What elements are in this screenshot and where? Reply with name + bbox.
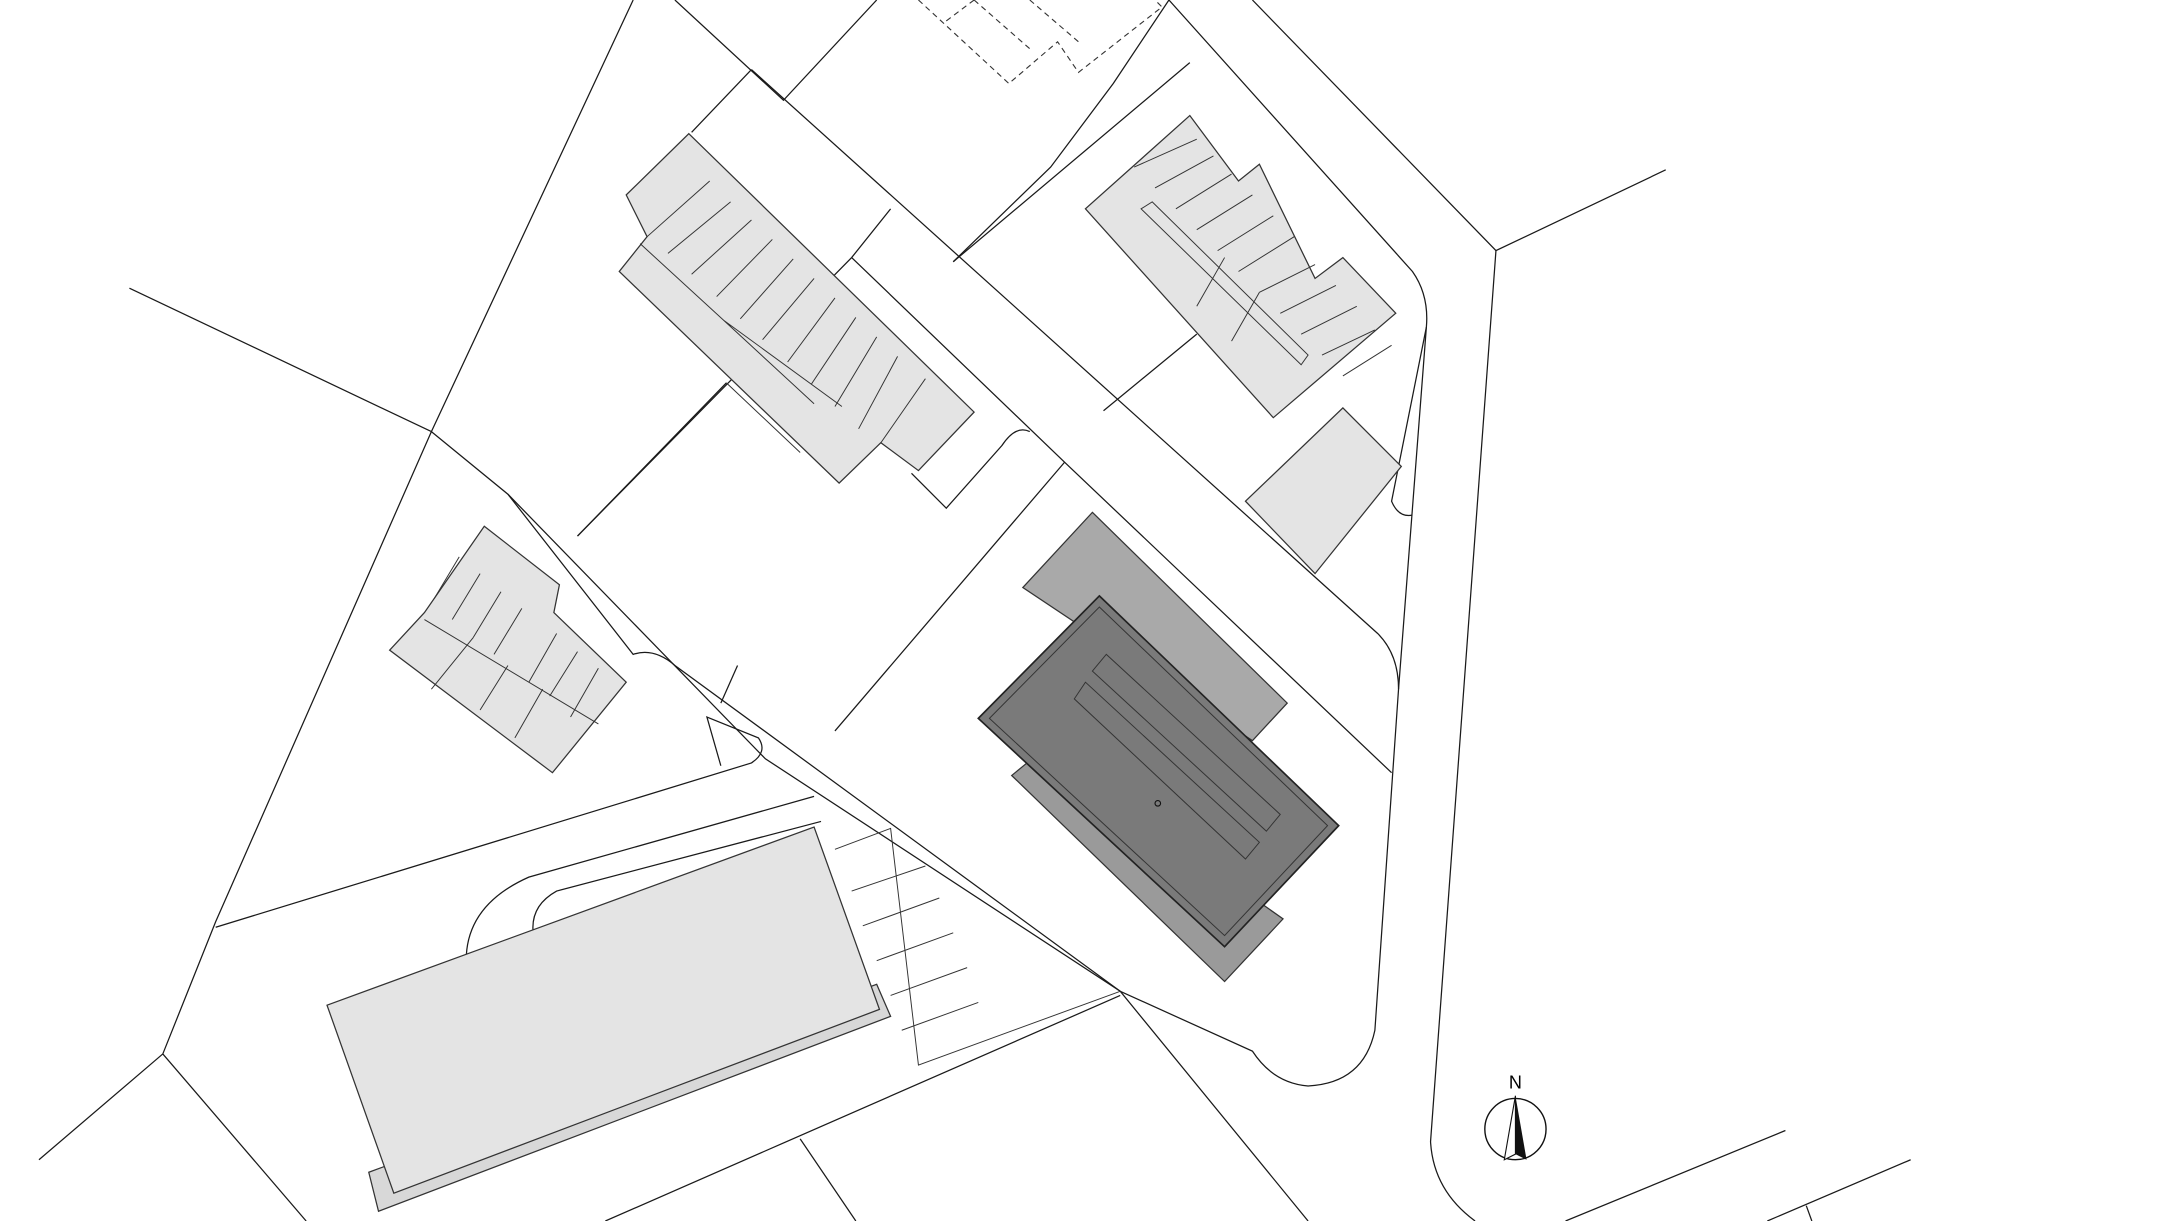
demolished-building-outline [918,0,1163,85]
building-footprint [326,826,881,1194]
plot-line [129,287,432,433]
plot-line [674,0,878,102]
plot-line [1119,327,1427,1087]
parking-outline [834,827,1121,1066]
unit-dividers [639,180,926,453]
plot-line [834,461,1066,732]
north-label: N [1509,1073,1522,1093]
unit-dividers [424,556,599,739]
proposed-building [977,511,1340,983]
small-building [1244,407,1403,575]
plot-line [911,429,1031,510]
property-lines [38,0,1911,1221]
building-footprint [388,525,628,774]
road-edge-south [1565,1129,1786,1221]
plot-line [751,69,1400,690]
building-base-upper [1021,511,1289,742]
row-houses-west [388,525,628,774]
plot-line [507,493,1309,1221]
roof-edge [988,606,1329,937]
plot-line [952,62,1191,263]
north-arrow: N [1484,1073,1547,1161]
plot-line [162,1053,307,1221]
plot-line [1805,1205,1813,1221]
plot-line [720,665,739,704]
large-building-southwest [326,826,892,1213]
plot-line [799,1138,857,1221]
plot-line [577,208,892,537]
plot-line [577,382,727,537]
road-edge-west [38,0,634,1161]
building-roof [977,594,1340,948]
roof-skylight [1073,681,1261,860]
parking-area [834,827,1121,1066]
plot-line [691,69,752,133]
road-edge-east-inner [1251,0,1666,252]
plot-line [952,0,1170,263]
plot-line [1103,333,1198,412]
plot-line [605,994,1121,1221]
existing-buildings [326,0,1403,1213]
road-edge [215,715,763,928]
roof-skylight [1091,653,1281,832]
building-footprint [1084,114,1397,419]
parking-stall-lines [851,865,979,1031]
row-houses-north [618,132,975,484]
road-edge-east [1429,250,1497,1221]
road-edge-south [1767,1159,1911,1221]
parking-access [532,820,822,931]
roof-vent-marker [1154,799,1162,807]
building-footprint [618,132,975,484]
row-houses-northeast [1084,114,1397,419]
north-arrow-icon-right [1515,1095,1527,1160]
unit-dividers [1133,138,1392,377]
